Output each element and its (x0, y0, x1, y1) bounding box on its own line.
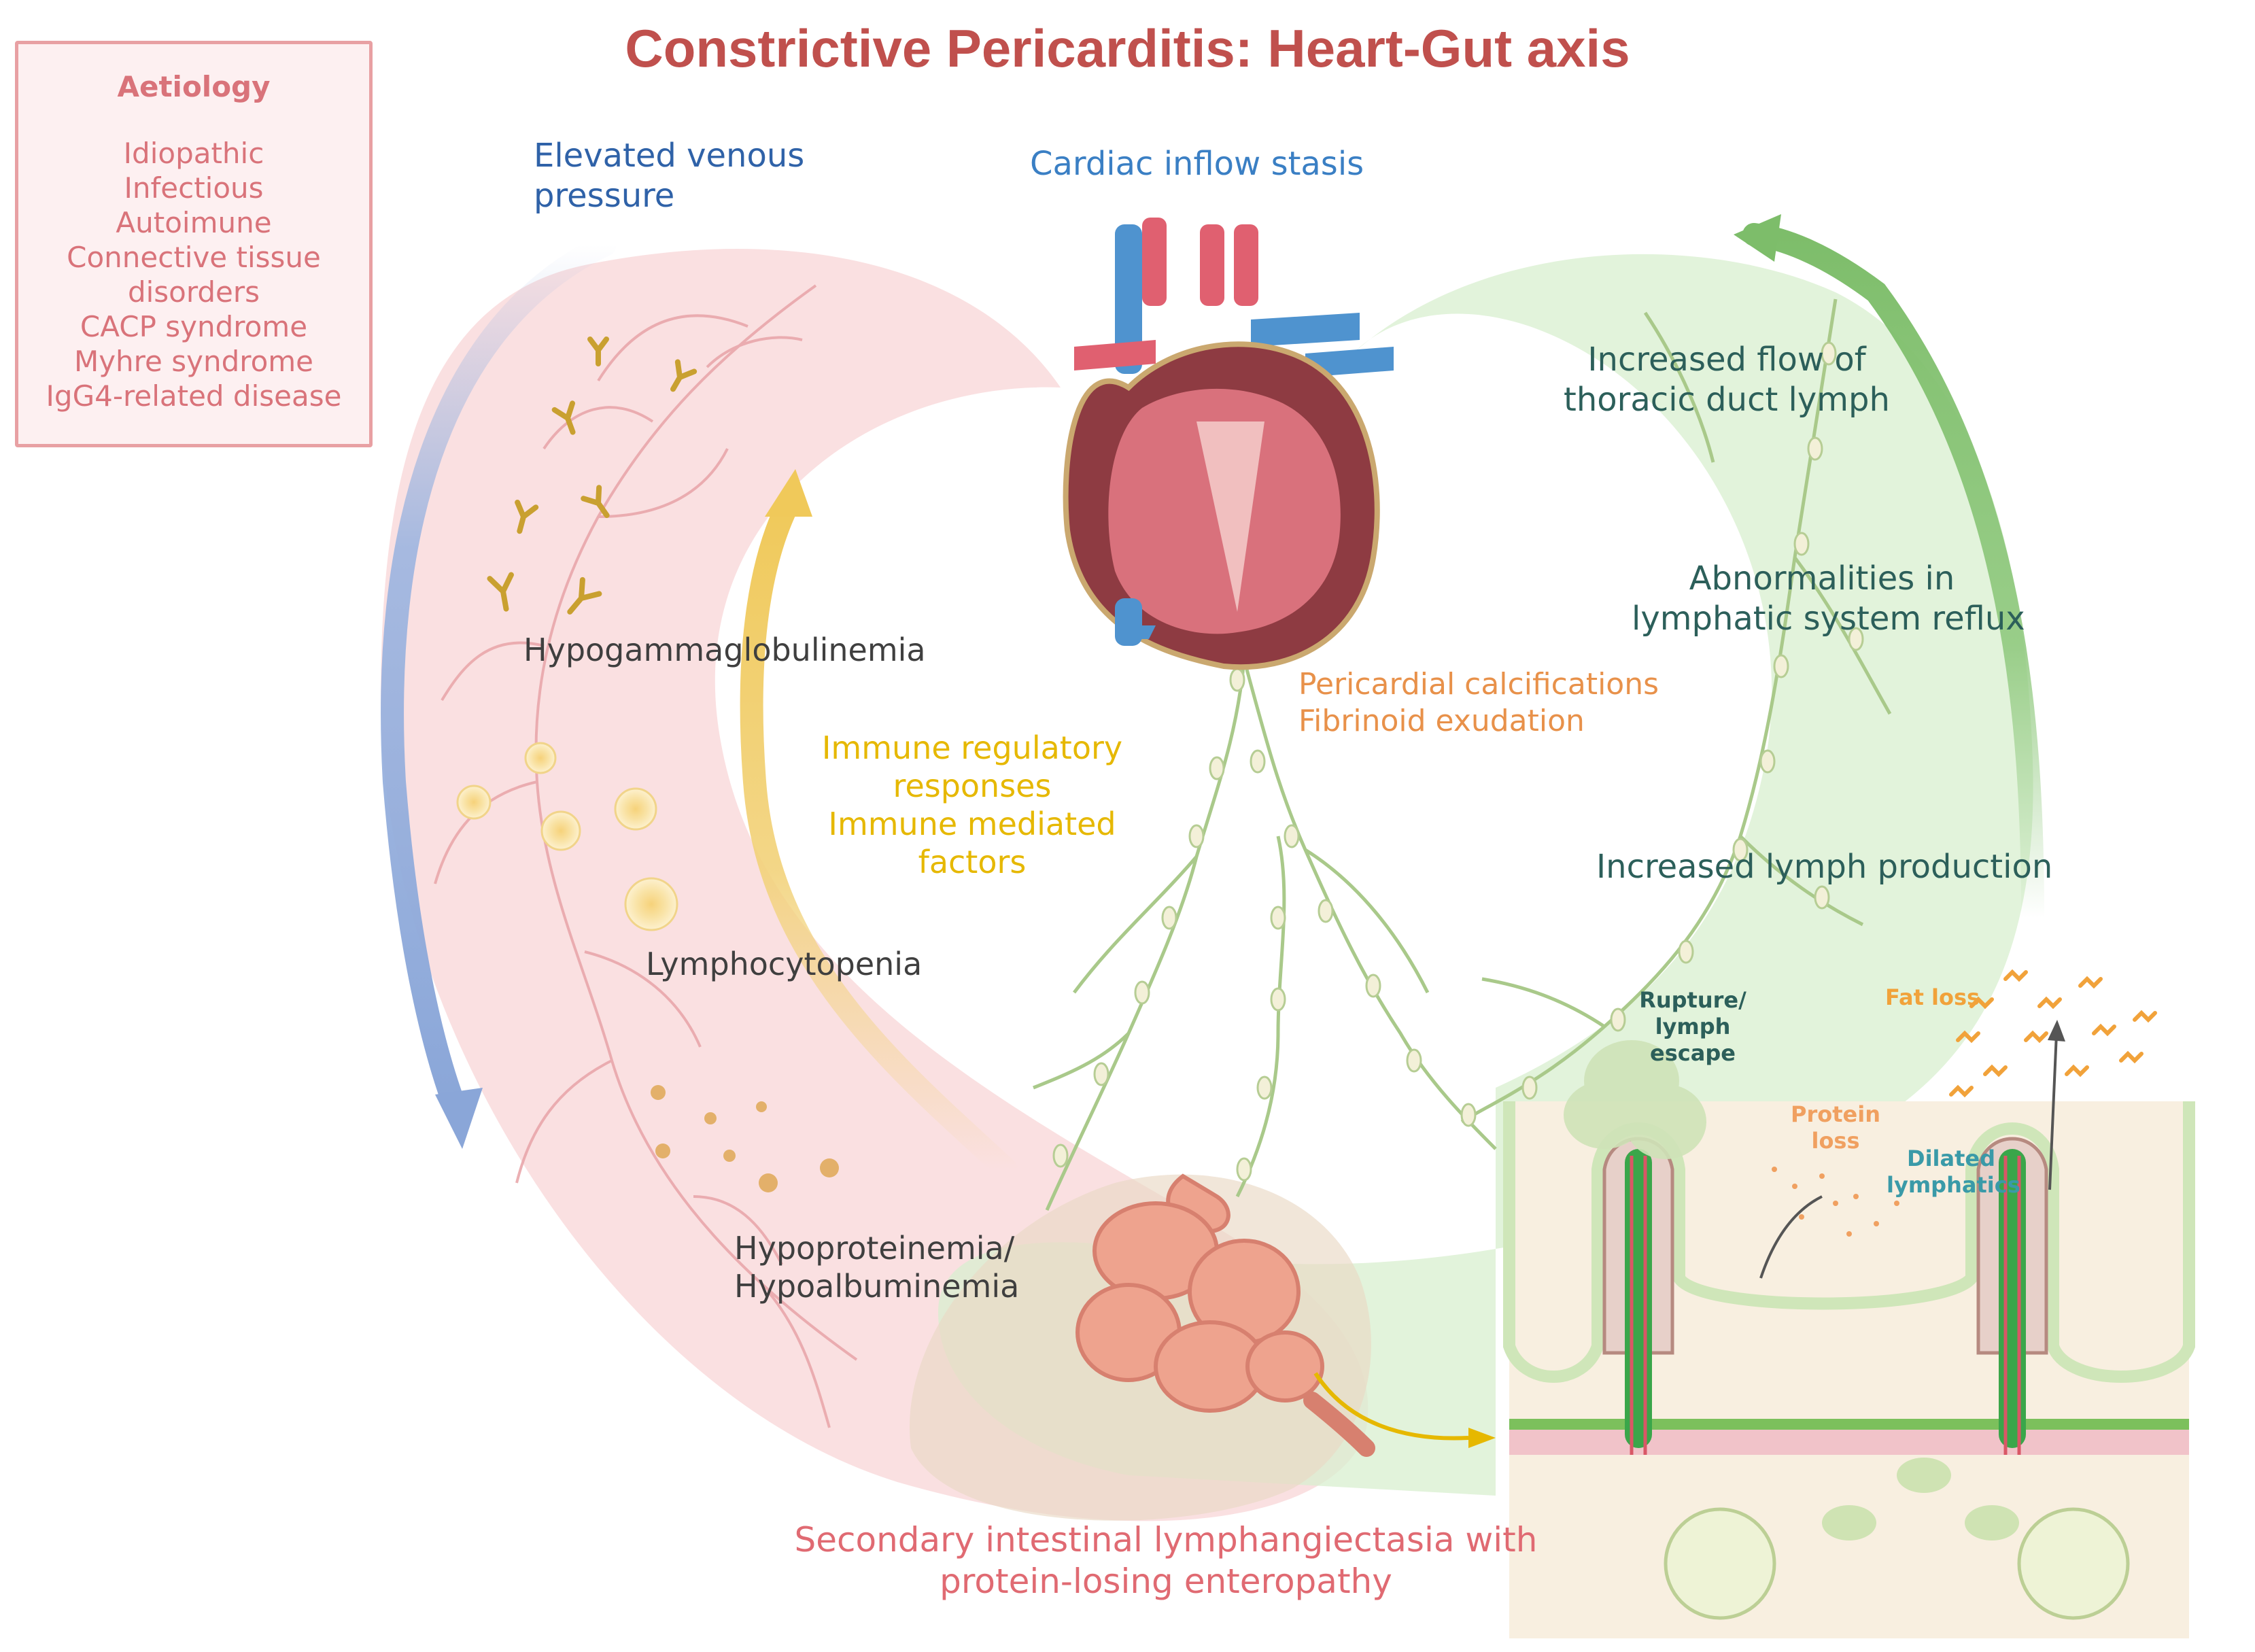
immune-label: Immune regulatory responses Immune media… (821, 729, 1123, 881)
rupture-label: Rupture/ lymph escape (1639, 987, 1746, 1067)
aetiology-item: Connective tissue (67, 241, 321, 274)
aetiology-item: IgG4-related disease (46, 379, 342, 413)
fat-up-arrowhead (2048, 1020, 2065, 1042)
green-arrow-head (1734, 214, 1781, 262)
fat-up-arrow (2048, 1033, 2058, 1190)
yellow-arrow-head (765, 469, 812, 517)
dilated-lymphatics-label: Dilated lymphatics (1887, 1146, 2020, 1199)
aetiology-list: Idiopathic Infectious Autoimune Connecti… (18, 136, 369, 413)
villi-panel (1503, 1101, 2195, 1638)
blood-vessels (434, 284, 858, 1428)
diagram-title: Constrictive Pericarditis: Heart-Gut axi… (625, 18, 1630, 78)
thoracic-duct-label: Increased flow of thoracic duct lymph (1564, 341, 1890, 419)
gut-yellow-arrowhead (1468, 1428, 1496, 1448)
secondary-lymphangiectasia-label: Secondary intestinal lymphangiectasia wi… (794, 1520, 1538, 1601)
gut-yellow-arrow (1313, 1372, 1469, 1441)
blue-arrow-shaft (381, 233, 617, 1120)
aetiology-item: Myhre syndrome (73, 345, 314, 378)
lymphatic-network (1033, 298, 1892, 1211)
protein-loss-dots (1772, 1167, 1899, 1237)
aetiology-box: Aetiology Idiopathic Infectious Autoimun… (15, 41, 373, 447)
intestine-illustration (1075, 1173, 1375, 1457)
hypogamma-label: Hypogammaglobulinemia (523, 632, 926, 668)
fat-loss-label: Fat loss (1885, 984, 1980, 1010)
cardiac-inflow-label: Cardiac inflow stasis (1030, 145, 1364, 183)
antibody-icons (487, 337, 698, 615)
protein-loss-arrow (1759, 1195, 1823, 1279)
green-band (938, 254, 2033, 1496)
fat-molecules (1949, 969, 2157, 1098)
aetiology-item: Idiopathic (123, 137, 264, 170)
lymphocytopenia-label: Lymphocytopenia (646, 946, 923, 982)
hypoprotein-label: Hypoproteinemia/ Hypoalbuminemia (734, 1230, 1020, 1305)
lymph-escape-cloud (1564, 1040, 1706, 1159)
lymph-nodes (1052, 341, 1864, 1182)
lymph-production-label: Increased lymph production (1596, 848, 2053, 886)
pericardial-label: Pericardial calcifications Fibrinoid exu… (1298, 667, 1659, 738)
lymphocyte-icons (456, 742, 678, 931)
lymphatic-reflux-label: Abnormalities in lymphatic system reflux (1632, 560, 2025, 638)
heart-illustration (1063, 218, 1394, 670)
aetiology-item: Autoimune (116, 206, 272, 239)
aetiology-item: Infectious (124, 171, 264, 205)
aetiology-heading: Aetiology (117, 70, 271, 103)
protein-loss-label: Protein loss (1791, 1101, 1880, 1154)
protein-dots (651, 1085, 839, 1192)
elevated-venous-label: Elevated venous pressure (534, 137, 805, 215)
blue-arrow-head (435, 1088, 483, 1149)
aetiology-item: disorders (127, 275, 260, 309)
green-arrow-shaft (1742, 223, 2044, 929)
yellow-arrow-shaft (740, 492, 1018, 1181)
aetiology-item: CACP syndrome (80, 310, 308, 343)
